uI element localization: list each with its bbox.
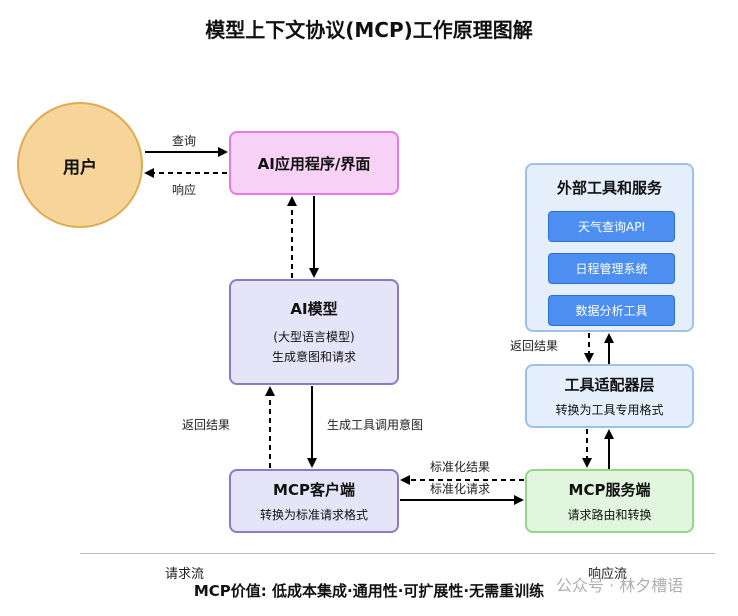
adapter-label: 工具适配器层 xyxy=(564,376,655,394)
external-services-label: 外部工具和服务 xyxy=(556,179,662,197)
legend-response-flow: 响应流 xyxy=(588,567,628,582)
service-weather-api: 天气查询API xyxy=(548,211,675,242)
footer-value-statement: MCP价值: 低成本集成·通用性·可扩展性·无需重训练 xyxy=(193,582,545,600)
service-analytics: 数据分析工具 xyxy=(548,295,675,326)
ai-model-sub2: 生成意图和请求 xyxy=(271,349,356,364)
adapter-node: 工具适配器层 转换为工具专用格式 xyxy=(525,364,694,428)
edge-label-return-result-left: 返回结果 xyxy=(182,418,231,432)
page-title: 模型上下文协议(MCP)工作原理图解 xyxy=(205,18,533,42)
watermark: 公众号 · 林夕槽语 xyxy=(556,576,684,595)
ai-model-label: AI模型 xyxy=(290,299,338,318)
edge-label-std-result: 标准化结果 xyxy=(430,460,491,474)
service-calendar: 日程管理系统 xyxy=(548,253,675,284)
edge-label-response: 响应 xyxy=(172,183,197,197)
user-label: 用户 xyxy=(63,157,97,178)
legend-request-flow: 请求流 xyxy=(165,567,205,582)
mcp-client-sub: 转换为标准请求格式 xyxy=(259,508,368,522)
mcp-client-label: MCP客户端 xyxy=(273,481,355,499)
ai-model-node: AI模型 (大型语言模型) 生成意图和请求 xyxy=(229,279,399,385)
legend-divider xyxy=(80,553,715,554)
edge-label-gen-tool-intent: 生成工具调用意图 xyxy=(327,418,424,432)
adapter-sub: 转换为工具专用格式 xyxy=(555,403,664,417)
edge-label-query: 查询 xyxy=(172,134,197,148)
ai-app-node: AI应用程序/界面 xyxy=(229,131,399,195)
edge-label-std-request: 标准化请求 xyxy=(430,482,491,496)
mcp-server-node: MCP服务端 请求路由和转换 xyxy=(525,469,694,533)
mcp-server-label: MCP服务端 xyxy=(568,481,651,499)
mcp-server-sub: 请求路由和转换 xyxy=(567,508,652,522)
user-node: 用户 xyxy=(17,102,143,228)
ai-app-label: AI应用程序/界面 xyxy=(257,154,371,173)
mcp-client-node: MCP客户端 转换为标准请求格式 xyxy=(229,469,399,533)
ai-model-sub1: (大型语言模型) xyxy=(273,329,355,344)
external-services-node: 外部工具和服务 天气查询API 日程管理系统 数据分析工具 xyxy=(525,163,694,332)
edge-label-return-result-right: 返回结果 xyxy=(510,339,559,353)
